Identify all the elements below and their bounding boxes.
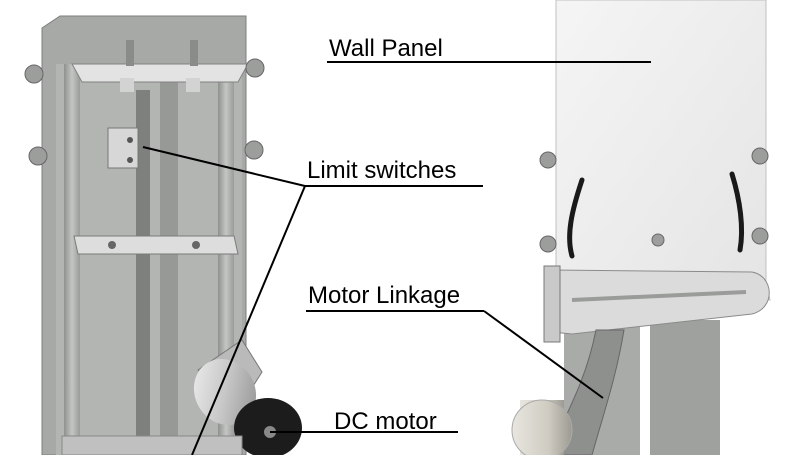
center-bolt xyxy=(651,233,665,247)
motor-linkage-label: Motor Linkage xyxy=(308,282,461,309)
right-motor xyxy=(511,399,573,455)
guide-slot xyxy=(729,171,745,253)
mounting-knob xyxy=(24,64,44,84)
left-assembly xyxy=(24,15,302,455)
threaded-stud xyxy=(190,40,198,66)
mounting-knob xyxy=(244,140,264,160)
motor-linkage-leader xyxy=(483,310,604,399)
guide-slot xyxy=(567,177,585,259)
wall-panel xyxy=(555,0,771,301)
left-post xyxy=(64,64,80,455)
bracket xyxy=(543,265,561,343)
column-right xyxy=(650,320,720,455)
right-assembly xyxy=(511,0,771,455)
limit-switches-leader xyxy=(191,185,306,455)
dc-motor-label: DC motor xyxy=(334,408,437,435)
wall-panel-label: Wall Panel xyxy=(329,35,443,62)
limit-switches-label: Limit switches xyxy=(307,157,457,184)
limit-switch xyxy=(107,127,139,169)
mounting-knob xyxy=(245,58,265,78)
dc-motor xyxy=(193,339,302,455)
mounting-knob xyxy=(28,146,48,166)
top-bracket xyxy=(71,63,249,83)
threaded-stud xyxy=(126,40,134,66)
carriage-plate xyxy=(73,235,239,255)
lead-rail xyxy=(136,90,150,455)
leader-lines xyxy=(142,61,651,455)
linkage-plate xyxy=(551,269,770,335)
limit-switches-leader xyxy=(142,146,306,187)
